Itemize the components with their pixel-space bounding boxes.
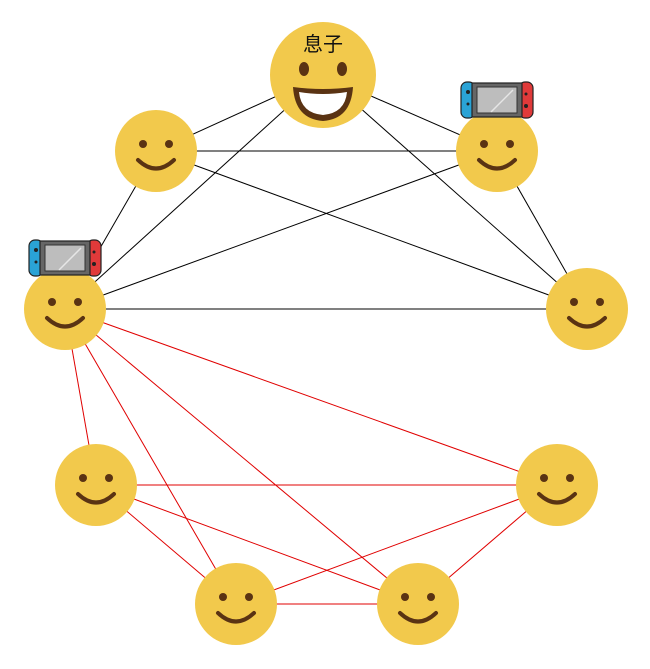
eye-left (540, 474, 548, 482)
eye-left (48, 298, 56, 306)
smiley-face-icon (195, 563, 277, 645)
eye-right (427, 593, 435, 601)
eye-right (105, 474, 113, 482)
smiley-face-icon (115, 110, 197, 192)
person-node-bottom-left (195, 563, 277, 645)
dpad-left (34, 260, 38, 264)
edge-lower-right-bottom-left (235, 484, 558, 605)
mouth-smile (477, 158, 517, 171)
eye-right (337, 62, 347, 76)
eye-left (79, 474, 87, 482)
person-node-left-hub (24, 268, 106, 350)
smiley-face-icon (55, 444, 137, 526)
console-screen (476, 86, 518, 114)
person-node-right (546, 268, 628, 350)
joystick-right (524, 104, 528, 108)
console-screen (44, 244, 86, 272)
eye-left (139, 140, 147, 148)
edge-upper-right-left-hub (64, 150, 498, 310)
person-node-upper-right (456, 110, 538, 192)
mouth-smile (567, 316, 607, 329)
joystick-right (92, 262, 96, 266)
person-node-lower-left (55, 444, 137, 526)
buttons-right (524, 92, 528, 96)
screen-glare (490, 89, 514, 113)
switch-console-icon (28, 239, 102, 277)
edge-left-hub-lower-right (64, 308, 558, 486)
joystick-left (466, 90, 470, 94)
dpad-left (466, 102, 470, 106)
mouth-smile (45, 316, 85, 329)
buttons-right (92, 250, 96, 254)
mouth-smile (136, 158, 176, 171)
edge-left-hub-bottom-left (64, 308, 237, 605)
eye-left (299, 62, 309, 76)
edge-left-hub-bottom-right (64, 308, 419, 605)
person-node-son: 息子 (270, 22, 376, 128)
mouth-smile (398, 611, 438, 624)
nodes-layer: 息子 (24, 22, 628, 645)
switch-console-icon (460, 81, 534, 119)
eye-right (506, 140, 514, 148)
mouth-smile (537, 492, 577, 505)
smiley-face-icon (546, 268, 628, 350)
edge-lower-left-bottom-right (95, 484, 419, 605)
joystick-left (34, 248, 38, 252)
node-label: 息子 (303, 32, 343, 56)
edge-upper-left-right (155, 150, 588, 310)
mouth-smile (216, 611, 256, 624)
eye-left (219, 593, 227, 601)
smiley-face-icon (456, 110, 538, 192)
mouth-teeth (299, 92, 347, 115)
eye-left (480, 140, 488, 148)
eye-right (165, 140, 173, 148)
eye-right (74, 298, 82, 306)
eye-right (566, 474, 574, 482)
edge-son-right (322, 74, 588, 310)
edge-son-left-hub (64, 74, 324, 310)
mouth-smile (76, 492, 116, 505)
smiley-face-icon (24, 268, 106, 350)
eye-right (596, 298, 604, 306)
eye-left (570, 298, 578, 306)
smiley-face-icon (377, 563, 459, 645)
eye-left (401, 593, 409, 601)
person-node-upper-left (115, 110, 197, 192)
eye-right (245, 593, 253, 601)
person-node-bottom-right (377, 563, 459, 645)
person-node-lower-right (516, 444, 598, 526)
smiley-face-icon (516, 444, 598, 526)
screen-glare (58, 247, 82, 271)
